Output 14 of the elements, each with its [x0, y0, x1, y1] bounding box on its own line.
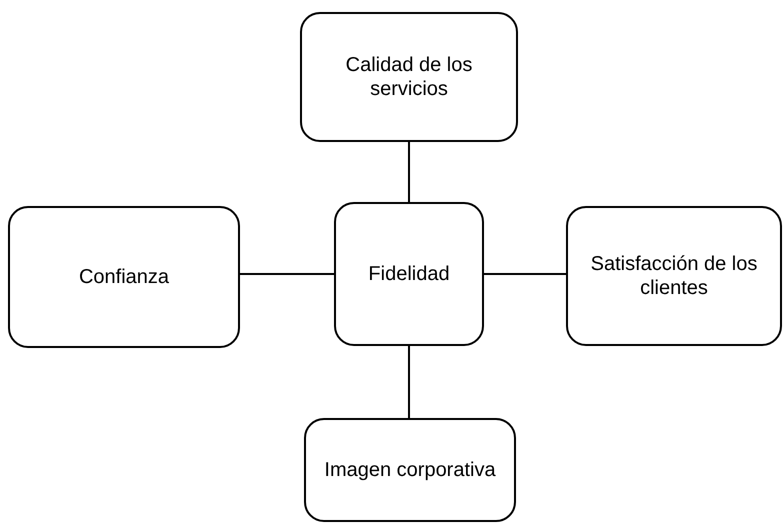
- rounded-box: [334, 202, 484, 346]
- node-label: Fidelidad: [368, 262, 450, 286]
- rounded-box: [304, 418, 516, 522]
- connector-line: [408, 142, 410, 202]
- node-label: Imagen corporativa: [324, 458, 496, 482]
- node-label: Satisfacción de los clientes: [590, 252, 758, 300]
- connector-line: [240, 273, 334, 275]
- rounded-box: [8, 206, 240, 348]
- rounded-box: [566, 206, 782, 346]
- node-label: Confianza: [78, 265, 170, 289]
- rounded-box: [300, 12, 518, 142]
- connector-line: [484, 273, 566, 275]
- connector-line: [408, 346, 410, 418]
- node-label: Calidad de los servicios: [344, 53, 474, 101]
